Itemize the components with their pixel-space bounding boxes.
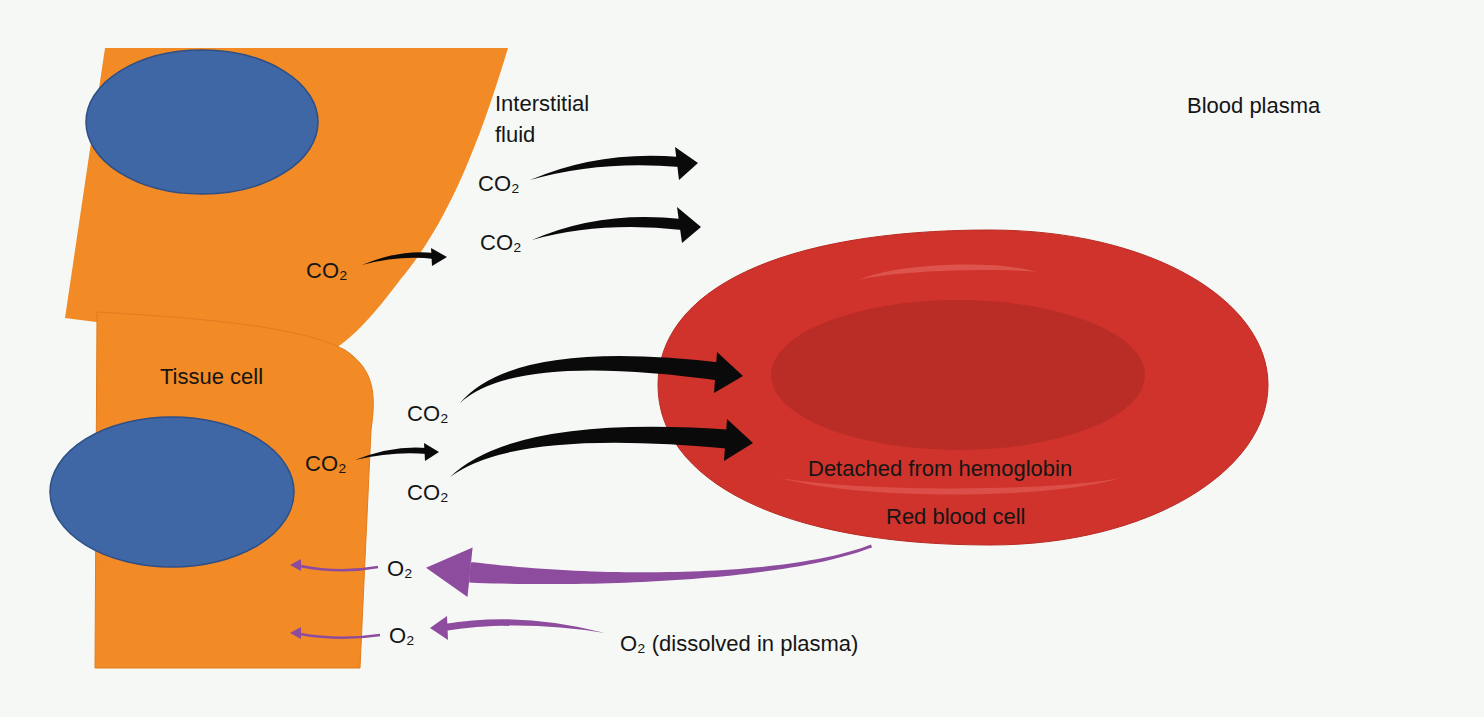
- co2-arrow: [362, 252, 434, 265]
- node-text: Tissue cell: [160, 363, 263, 391]
- cell-body: [658, 230, 1268, 545]
- node-text: O₂: [387, 555, 413, 583]
- co2-arrow: [450, 427, 734, 477]
- node-text: Red blood cell: [886, 503, 1025, 531]
- text-label: CO₂: [407, 400, 449, 428]
- tissue-cell: Tissue cellCO₂ O₂ O₂: [90, 310, 426, 668]
- o2-arrowhead: [290, 559, 301, 571]
- node-text: O₂: [389, 622, 415, 650]
- node-text: CO₂: [306, 257, 348, 285]
- cell-body: [858, 264, 1036, 280]
- text-label: O₂ (dissolved in plasma): [620, 630, 858, 658]
- cell-part: [50, 417, 294, 567]
- text-label: CO₂: [478, 170, 520, 198]
- co2-arrowhead: [431, 248, 447, 266]
- co2-arrowhead: [714, 352, 743, 393]
- node-text: CO₂: [305, 450, 347, 478]
- cell-part: [771, 300, 1145, 450]
- text-label: Blood plasma: [1187, 92, 1320, 120]
- o2-plasma-arrow: [444, 619, 605, 633]
- co2-arrow: [460, 356, 724, 403]
- tissue-cell-outline: [90, 310, 426, 668]
- red-blood-cell-outline: [658, 228, 1268, 546]
- co2-arrowhead: [724, 419, 753, 461]
- cell-body: [65, 48, 508, 352]
- node-text: Detached from hemoglobin: [808, 455, 1072, 483]
- text-label: CO₂: [480, 229, 522, 257]
- tissue-cell: CO₂: [65, 48, 510, 353]
- o2-arrowhead: [290, 627, 301, 639]
- text-label: Interstitial fluid: [495, 88, 630, 150]
- o2-arrow: [300, 634, 380, 638]
- co2-arrowhead: [675, 147, 698, 180]
- co2-arrowhead: [424, 443, 439, 461]
- text-label: CO₂: [407, 479, 449, 507]
- co2-arrow: [355, 448, 427, 461]
- red-blood-cell: Detached from hemoglobinRed blood cell: [658, 228, 1268, 546]
- co2-arrowhead: [677, 207, 701, 243]
- co2-arrow: [530, 156, 680, 180]
- o2-arrow: [300, 566, 378, 570]
- cell-part: [86, 50, 318, 194]
- o2-plasma-arrowhead: [430, 616, 448, 640]
- oxygen-release-arrow: [426, 545, 872, 598]
- co2-arrow: [532, 217, 682, 240]
- tissue-cell-outline: [65, 48, 510, 353]
